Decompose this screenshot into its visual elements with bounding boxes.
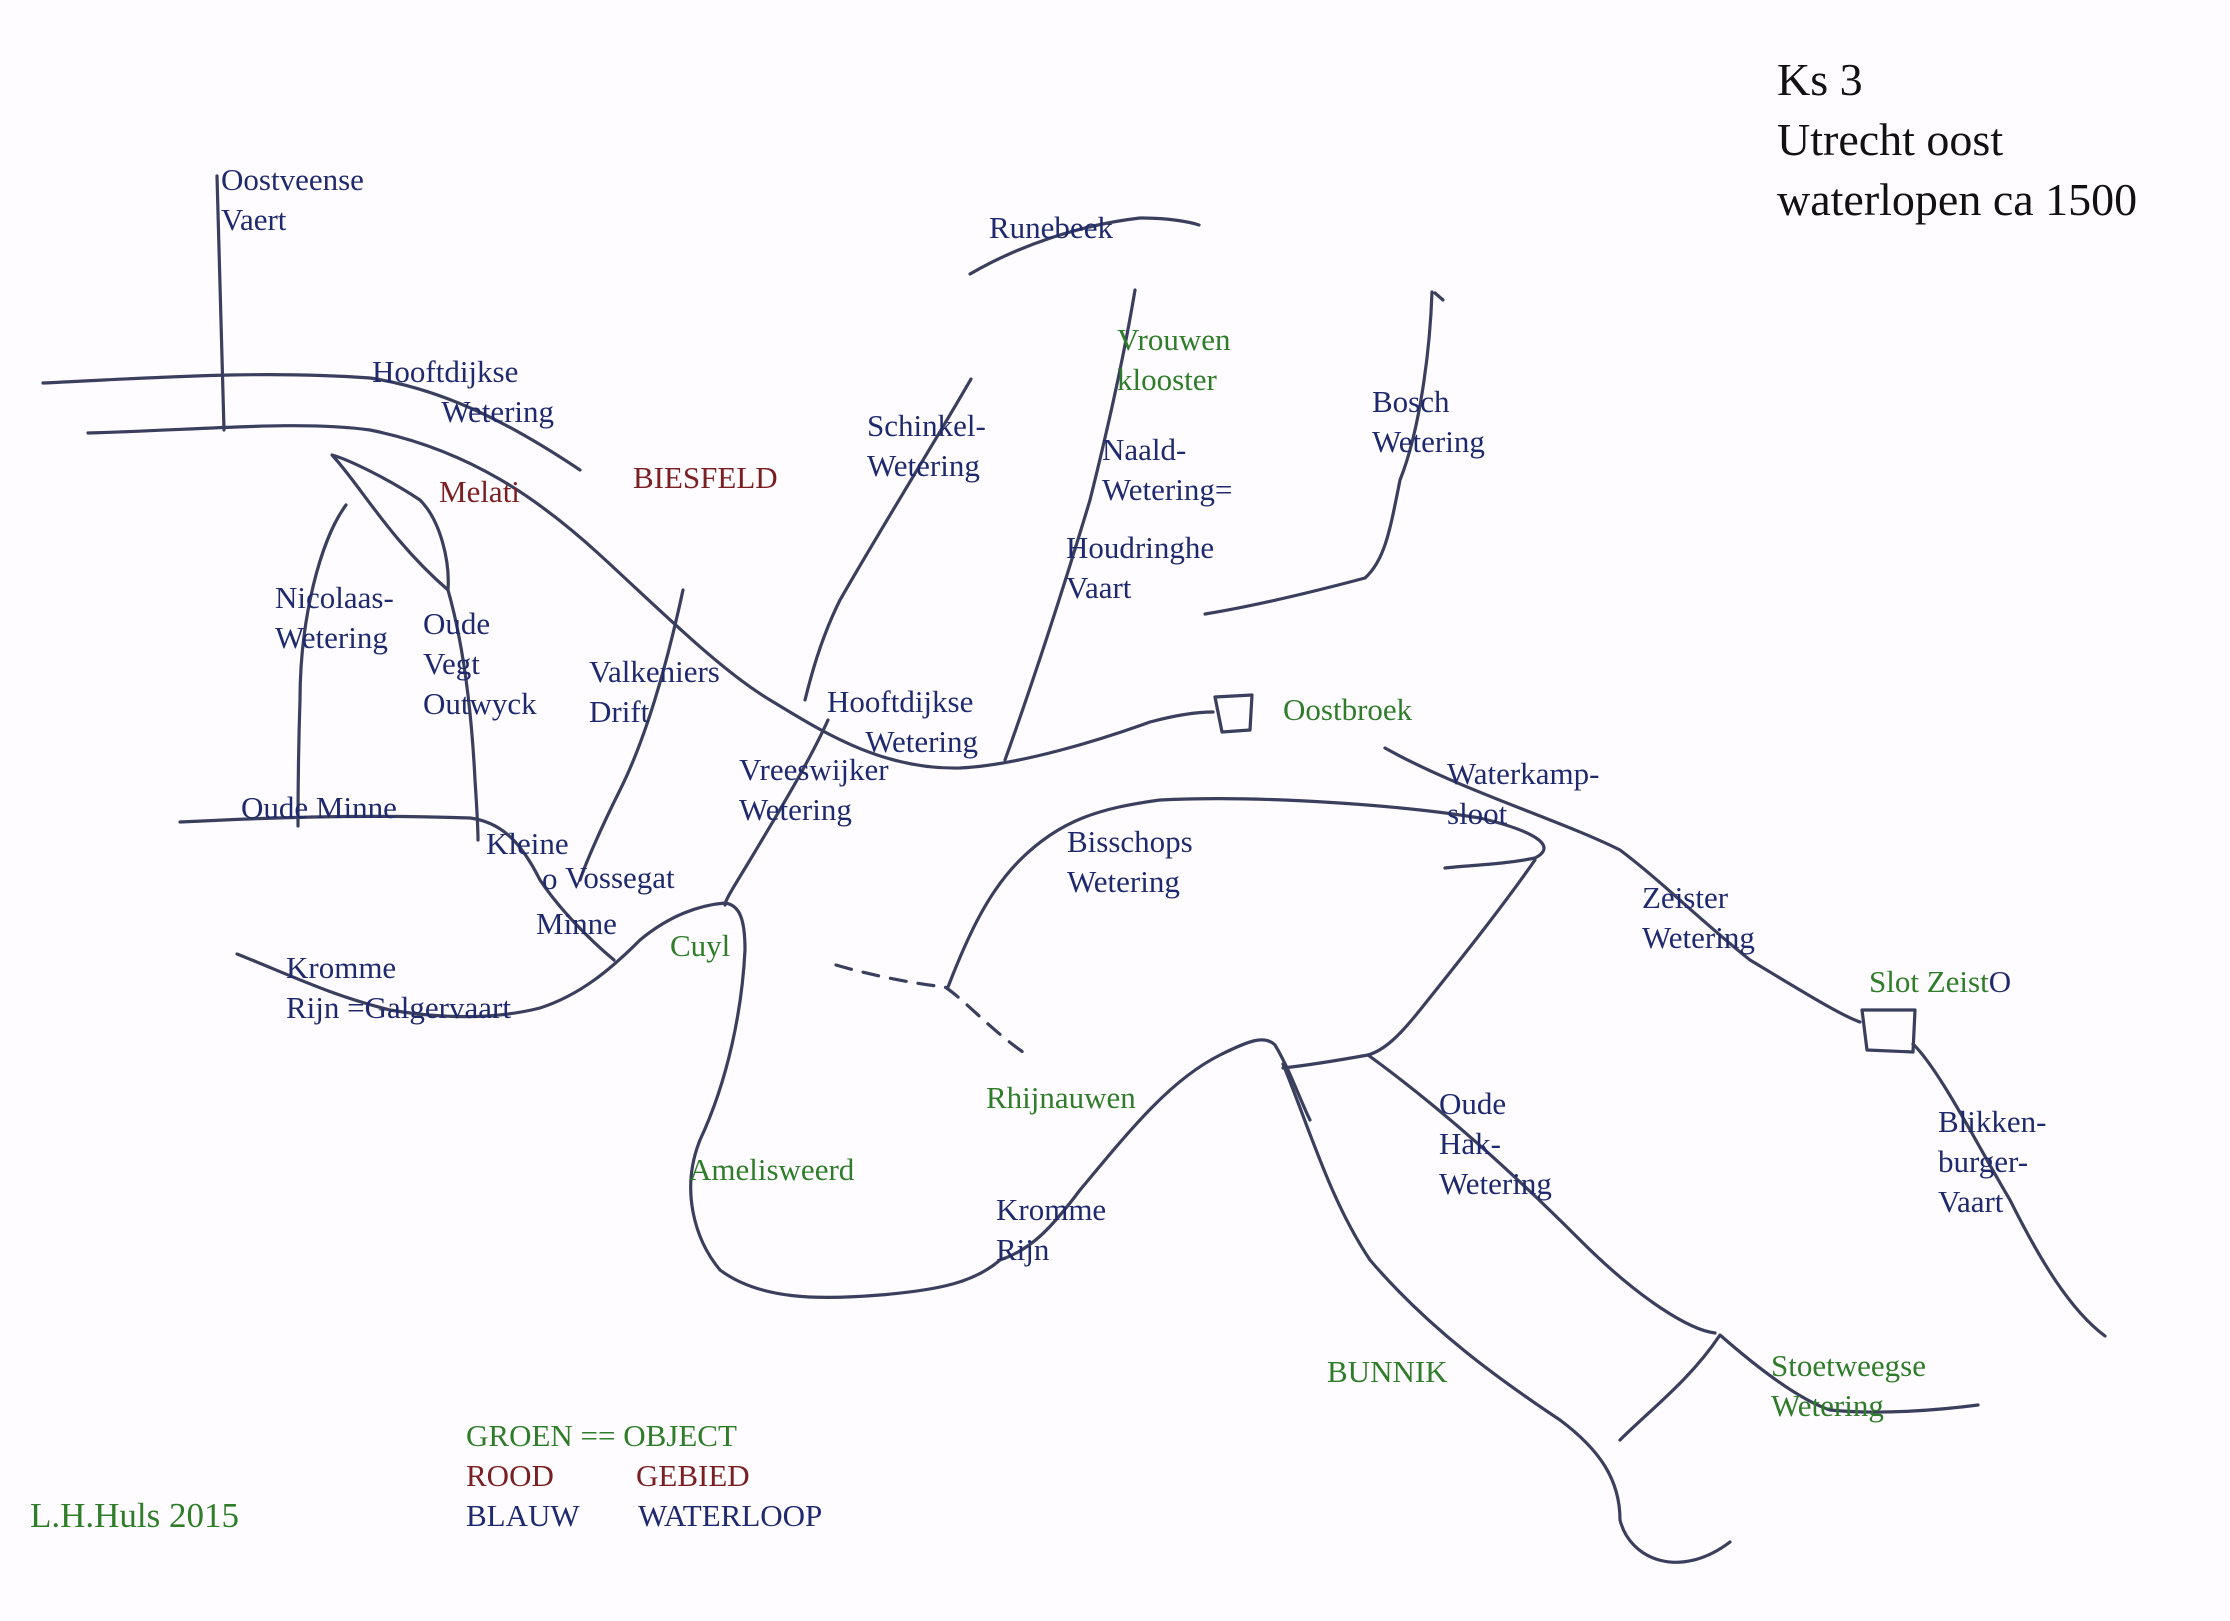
bisschops-wetering-line (946, 797, 1546, 989)
runebeek-line (968, 216, 1201, 276)
hooftdijkse-wetering-line-top (41, 373, 582, 472)
label-bunnik: BUNNIK (1327, 1354, 1448, 1389)
melati-loop-line (330, 453, 450, 592)
label-stoetweegse-wetering: Stoetweegse Wetering (1771, 1348, 1926, 1423)
label-biesfeld: BIESFELD (633, 460, 778, 495)
legend-rood: ROOD (466, 1458, 554, 1493)
label-vrouwenklooster: Vrouwen klooster (1117, 322, 1231, 397)
kromme-rijn-east-line (1281, 1062, 1732, 1564)
label-hooftdijkse-wetering-1: Hooftdijkse Wetering (372, 354, 555, 429)
label-houdringhe-vaart: Houdringhe Vaart (1066, 530, 1215, 605)
label-zeister-wetering: Zeister Wetering (1642, 880, 1755, 955)
label-schinkel-wetering: Schinkel- Wetering (867, 408, 986, 483)
label-hooftdijkse-wetering-2: Hooftdijkse Wetering (827, 684, 979, 759)
label-kromme-rijn-galgervaart: Kromme Rijn =Galgervaart (286, 950, 511, 1025)
label-oostbroek: Oostbroek (1283, 692, 1413, 727)
label-slot-zeist: Slot ZeistO (1869, 962, 2011, 1002)
legend-groen: GROEN == OBJECT (466, 1418, 737, 1453)
legend-waterloop: WATERLOOP (638, 1498, 823, 1533)
oostveense-vaert-line (215, 174, 226, 432)
label-nicolaas-wetering: Nicolaas- Wetering (275, 580, 394, 655)
label-bisschops-wetering: Bisschops Wetering (1067, 824, 1193, 899)
hooftdijkse-wetering-line-main (86, 424, 1215, 770)
bosch-wetering-arrow (1433, 291, 1445, 302)
junction-line-a (1366, 858, 1537, 1057)
label-waterkampsloot: Waterkamp- sloot (1447, 756, 1600, 831)
title-line-2: Utrecht oost (1777, 114, 2004, 165)
oude-hak-wetering-line (1366, 1053, 1717, 1335)
label-valkeniers-drift: Valkeniers Drift (589, 654, 720, 729)
oostbroek-square (1213, 693, 1254, 734)
label-minne: Minne (536, 906, 617, 941)
label-vossegat: Vossegat (565, 860, 675, 895)
kromme-rijn-galgervaart-line (235, 901, 1312, 1300)
schinkel-wetering-line (803, 377, 973, 702)
label-kromme-rijn: Kromme Rijn (996, 1192, 1107, 1267)
label-oude-vegt-outwyck: Oude Vegt Outwyck (423, 606, 537, 721)
blikkenburger-vaart-line (1911, 1042, 2107, 1338)
title-line-1: Ks 3 (1777, 54, 1863, 105)
oude-vegt-line (446, 588, 480, 842)
naald-wetering-line (1003, 288, 1137, 762)
nicolaas-wetering-line (296, 503, 348, 828)
label-cuyl: Cuyl (670, 928, 731, 963)
slot-zeist-o: O (1988, 964, 2012, 999)
label-runebeek: Runebeek (989, 210, 1113, 245)
junction-line-b (1281, 1053, 1370, 1070)
bosch-wetering-line (1203, 290, 1434, 616)
label-o-mark: o (542, 861, 558, 896)
slot-zeist-square (1860, 1008, 1917, 1054)
legend-gebied: GEBIED (636, 1458, 750, 1493)
oude-minne-line (178, 814, 616, 962)
label-oude-hak-wetering: Oude Hak- Wetering (1439, 1086, 1552, 1201)
title-line-3: waterlopen ca 1500 (1777, 174, 2138, 225)
author-credit: L.H.Huls 2015 (30, 1496, 240, 1535)
label-melati: Melati (439, 474, 520, 509)
slot-zeist-name: Slot Zeist (1869, 964, 1989, 999)
label-bosch-wetering: Bosch Wetering (1372, 384, 1485, 459)
dashed-line (834, 963, 1032, 1059)
label-vreeswijker-wetering: Vreeswijker Wetering (739, 752, 889, 827)
stoetweegse-wetering-line (1618, 1333, 1980, 1442)
label-naald-wetering: Naald- Wetering= (1102, 432, 1233, 507)
valkeniers-drift-line (578, 588, 685, 882)
vreeswijker-wetering-line (723, 718, 830, 907)
waterkampsloot-line (1383, 746, 1862, 1024)
label-oostveense-vaert: Oostveense Vaert (221, 162, 364, 237)
label-amelisweerd: Amelisweerd (689, 1152, 855, 1187)
label-blikkenburger-vaart: Blikken- burger- Vaart (1938, 1104, 2047, 1219)
label-kleine: Kleine (486, 826, 569, 861)
label-oude-minne: Oude Minne (241, 790, 397, 825)
legend-blauw: BLAUW (466, 1498, 580, 1533)
label-rhijnauwen: Rhijnauwen (986, 1080, 1136, 1115)
